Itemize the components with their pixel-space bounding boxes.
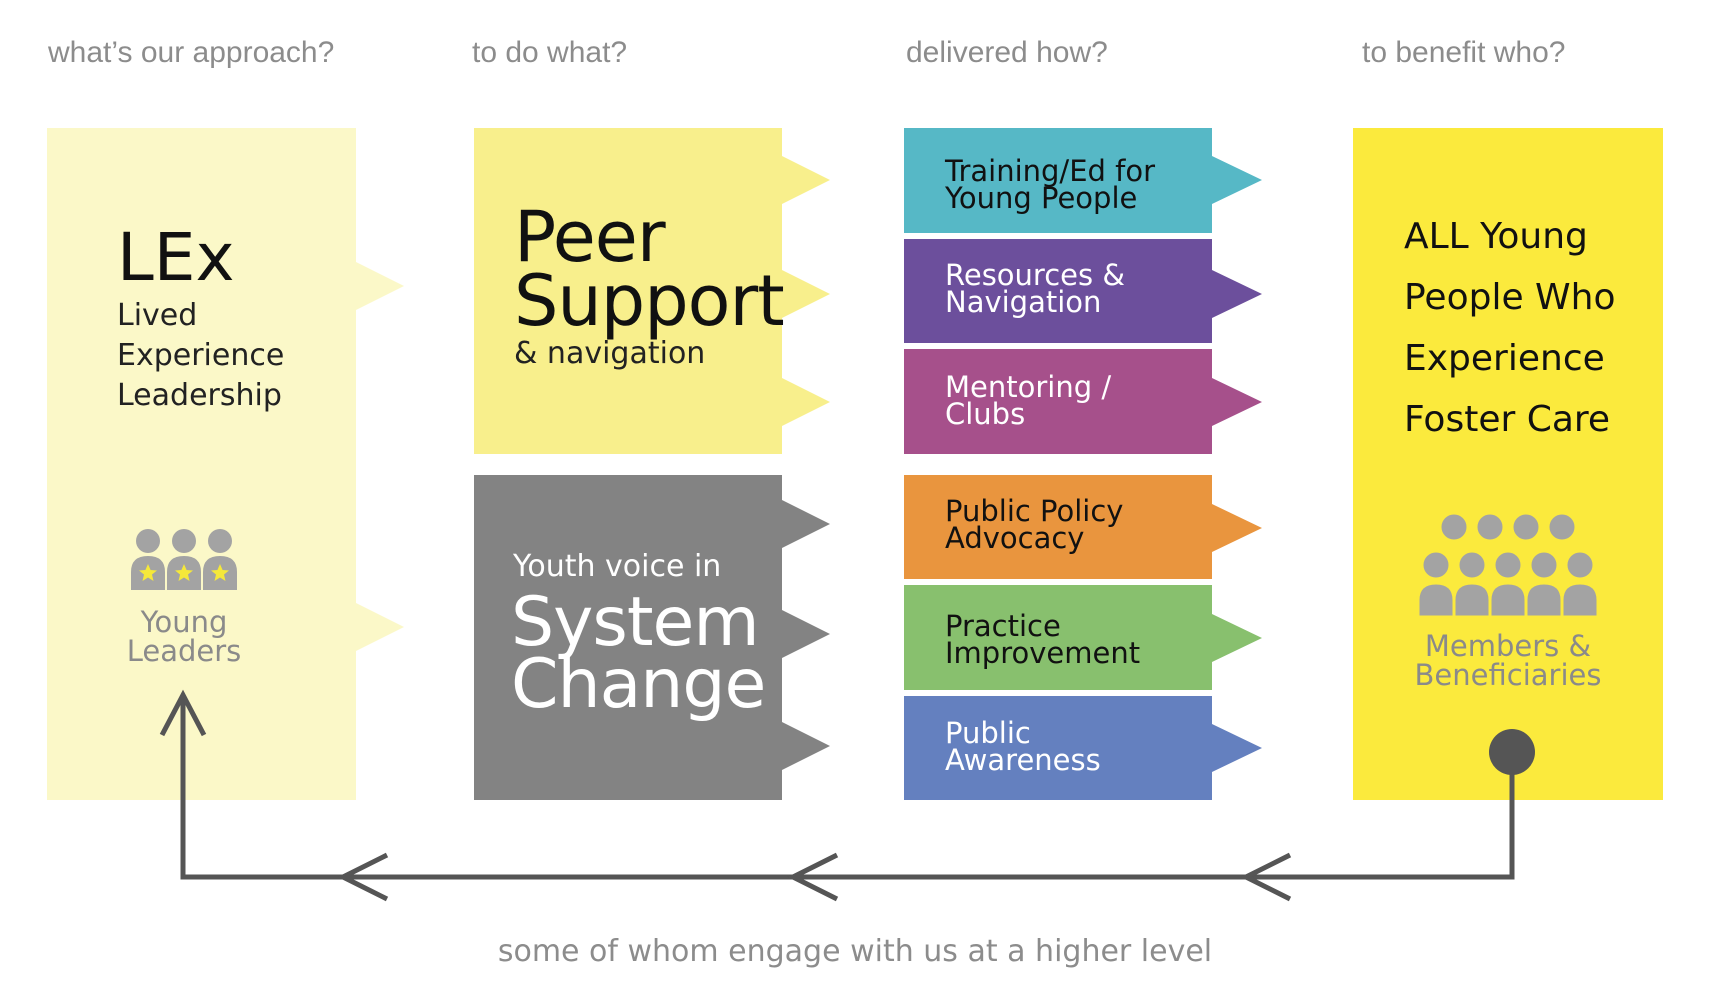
lex-panel <box>47 128 404 800</box>
delivery-bar-resources <box>904 239 1262 343</box>
header-to-do-what: to do what? <box>472 36 628 69</box>
lex-line-experience: Experience <box>117 338 285 373</box>
delivery-bar-practice <box>904 585 1262 690</box>
peer-support-panel <box>474 128 830 454</box>
peer-support-title-line-1: Peer <box>514 196 666 278</box>
loop-origin-dot <box>1489 729 1535 775</box>
lex-line-leadership: Leadership <box>117 378 282 413</box>
lex-title: LEx <box>117 219 235 296</box>
delivery-label-resources: Resources &Navigation <box>945 258 1125 319</box>
system-change-panel <box>474 475 830 800</box>
delivery-label-mentoring: Mentoring /Clubs <box>945 370 1112 431</box>
delivery-bar-training <box>904 128 1262 233</box>
header-benefit-who: to benefit who? <box>1362 36 1566 69</box>
star-icon <box>139 564 229 581</box>
lex-line-lived: Lived <box>117 298 198 333</box>
peer-support-subtitle: & navigation <box>514 336 706 371</box>
header-delivered-how: delivered how? <box>906 36 1108 69</box>
beneficiaries-panel <box>1353 128 1663 800</box>
feedback-loop-arrow <box>159 689 1515 902</box>
beneficiaries-text: ALL Young People Who Experience Foster C… <box>1404 216 1616 440</box>
footer-caption: some of whom engage with us at a higher … <box>497 934 1213 969</box>
delivery-bar-awareness <box>904 696 1262 800</box>
young-leaders-icon <box>131 529 237 590</box>
delivery-bar-mentoring <box>904 349 1262 454</box>
members-crowd-icon <box>1416 511 1600 619</box>
system-change-title-line-2: Change <box>511 645 766 724</box>
members-beneficiaries-label: Members & Beneficiaries <box>1414 629 1602 692</box>
delivery-bar-policy <box>904 475 1262 579</box>
system-change-intro: Youth voice in <box>513 549 722 584</box>
header-approach: what’s our approach? <box>48 36 335 69</box>
system-change-title-line-1: System <box>511 583 760 662</box>
young-leaders-label: Young Leaders <box>126 605 242 668</box>
peer-support-title-line-2: Support <box>514 260 785 342</box>
